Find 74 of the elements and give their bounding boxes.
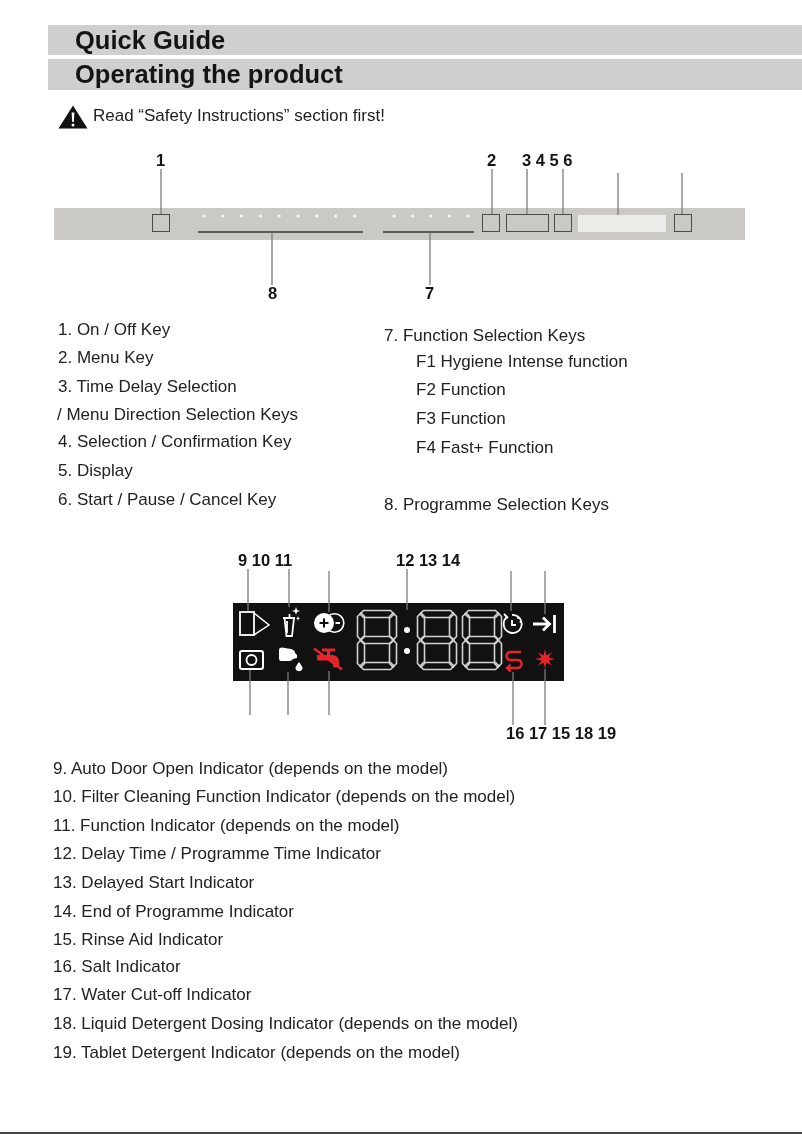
arrow-to-bar-icon: [532, 614, 557, 634]
function-item: F4 Fast+ Function: [416, 438, 554, 457]
leader-line: [617, 172, 619, 216]
indicator-description: 16. Salt Indicator: [53, 957, 181, 976]
indicator-description: 19. Tablet Detergent Indicator (depends on the model): [53, 1043, 460, 1062]
leader-line: [287, 671, 289, 716]
star-icon: [535, 649, 555, 669]
bottle-drop-icon: [278, 647, 304, 672]
timer-icon: [501, 611, 523, 635]
s-arrow-icon: [503, 648, 525, 672]
leader-line: [249, 669, 251, 716]
callout-number: 7: [425, 285, 435, 302]
leader-line: [544, 668, 546, 726]
leader-line: [512, 671, 514, 726]
panel-key: [506, 214, 549, 232]
heading-band: [48, 25, 802, 55]
key-description: 5. Display: [58, 461, 133, 480]
key-description: 3. Time Delay Selection: [58, 377, 237, 396]
indicator-description: 12. Delay Time / Programme Time Indicator: [53, 844, 381, 863]
touch-strip: [198, 231, 363, 233]
key-description: 4. Selection / Confirmation Key: [58, 432, 292, 451]
indicator-description: 10. Filter Cleaning Function Indicator (depends on the model): [53, 787, 516, 806]
leader-line: [160, 168, 162, 215]
indicator-description: 17. Water Cut-off Indicator: [53, 985, 252, 1004]
indicator-description: 13. Delayed Start Indicator: [53, 873, 255, 892]
callout-number: 12 13 14: [396, 552, 461, 569]
crossed-faucet-icon: [312, 647, 344, 671]
key-description: 2. Menu Key: [58, 348, 154, 367]
leader-line: [328, 670, 330, 716]
key-description: 1. On / Off Key: [58, 320, 171, 339]
indicator-description: 15. Rinse Aid Indicator: [53, 930, 224, 949]
callout-number: 3 4 5 6: [522, 152, 573, 169]
function-item: F3 Function: [416, 409, 506, 428]
door-icon: [239, 611, 270, 636]
key-description: 8. Programme Selection Keys: [384, 495, 609, 514]
indicator-description: 18. Liquid Detergent Dosing Indicator (depends on the model): [53, 1014, 518, 1033]
leader-line: [526, 168, 528, 215]
indicator-description: 9. Auto Door Open Indicator (depends on the model): [53, 759, 449, 778]
callout-number: 2: [487, 152, 497, 169]
leader-line: [681, 172, 683, 215]
heading-text: Quick Guide: [75, 25, 226, 55]
callout-number: 1: [156, 152, 166, 169]
callout-number: 16 17 15 18 19: [506, 725, 617, 742]
heading-text: Operating the product: [75, 59, 343, 89]
leader-line: [328, 570, 330, 613]
key-description: 6. Start / Pause / Cancel Key: [58, 490, 277, 509]
panel-key: [482, 214, 500, 232]
callout-number: 9 10 11: [238, 552, 293, 569]
leader-line: [406, 568, 408, 611]
plus-minus-icon: [313, 612, 345, 634]
seven-segment-display: [357, 610, 503, 672]
indicator-description: 11. Function Indicator (depends on the model): [53, 816, 400, 835]
key-description: / Menu Direction Selection Keys: [57, 405, 298, 424]
cup-sparkle-icon: [282, 607, 300, 637]
key-description: 7. Function Selection Keys: [384, 326, 586, 345]
panel-key: [152, 214, 170, 232]
touch-strip: [383, 231, 474, 233]
indicator-description: 14. End of Programme Indicator: [53, 902, 294, 921]
panel-key: [554, 214, 572, 232]
leader-line: [288, 568, 290, 608]
function-item: F2 Function: [416, 380, 506, 399]
function-item: F1 Hygiene Intense function: [416, 352, 628, 371]
leader-line: [562, 168, 564, 215]
leader-line: [544, 570, 546, 615]
warning-text: Read “Safety Instructions” section first!: [93, 106, 385, 125]
leader-line: [510, 570, 512, 612]
callout-number: 8: [268, 285, 278, 302]
heading-band: [48, 59, 802, 90]
leader-line: [429, 231, 431, 286]
leader-line: [247, 568, 249, 612]
leader-line: [271, 231, 273, 286]
panel-key: [674, 214, 692, 232]
display-window: [578, 215, 666, 232]
leader-line: [491, 168, 493, 215]
